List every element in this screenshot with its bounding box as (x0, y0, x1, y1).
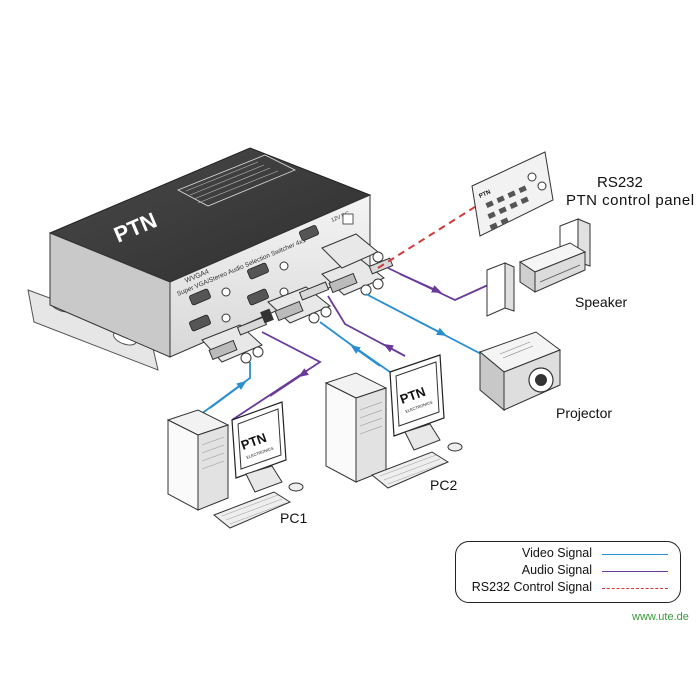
legend-row-rs232: RS232 Control Signal (456, 580, 682, 596)
legend-label-rs232: RS232 Control Signal (471, 580, 592, 594)
pc2-computer: PTN ELECTRONICS (324, 354, 463, 489)
audio-line-pc1 (231, 331, 322, 421)
pc1-mouse (288, 482, 304, 492)
pc1-computer: PTN ELECTRONICS (166, 401, 304, 529)
audio-plug-pc2 (298, 281, 330, 301)
legend-line-rs232 (602, 588, 668, 589)
rs232-connector (321, 233, 384, 269)
speaker-system (486, 218, 591, 317)
audio-line-speaker (387, 267, 489, 301)
control-panel-label-rs232: RS232 (597, 174, 643, 191)
rs232-control-panel: PTN (471, 151, 554, 237)
rs232-signal-line (377, 204, 479, 269)
audio-line-pc2 (327, 295, 406, 357)
signal-legend: Video Signal Audio Signal RS232 Control … (455, 541, 681, 603)
legend-row-video: Video Signal (456, 546, 682, 562)
watermark-text: www.ute.de (632, 611, 689, 623)
pc2-mouse (447, 442, 463, 452)
legend-label-audio: Audio Signal (521, 563, 592, 577)
legend-line-video (602, 554, 668, 555)
vga-connector-pc2 (267, 286, 332, 324)
audio-plug-pc1 (236, 308, 274, 336)
spec-box (177, 154, 296, 207)
projector (479, 331, 562, 412)
panel-brand: PTN (478, 189, 491, 199)
pc2-label: PC2 (430, 477, 458, 493)
projector-label: Projector (556, 405, 613, 421)
vga-connector-pc1 (201, 324, 264, 364)
pc1-label: PC1 (280, 510, 308, 526)
vga-connector-output (321, 258, 385, 296)
legend-label-video: Video Signal (522, 546, 592, 560)
device-side (49, 232, 171, 358)
legend-line-audio (602, 571, 668, 572)
control-panel-label: PTN control panel (566, 192, 695, 209)
switcher-device: PTN WVGA4 Super VGA/Stereo Audio Selecti… (27, 147, 372, 371)
speaker-label: Speaker (575, 294, 628, 310)
legend-row-audio: Audio Signal (456, 563, 682, 579)
